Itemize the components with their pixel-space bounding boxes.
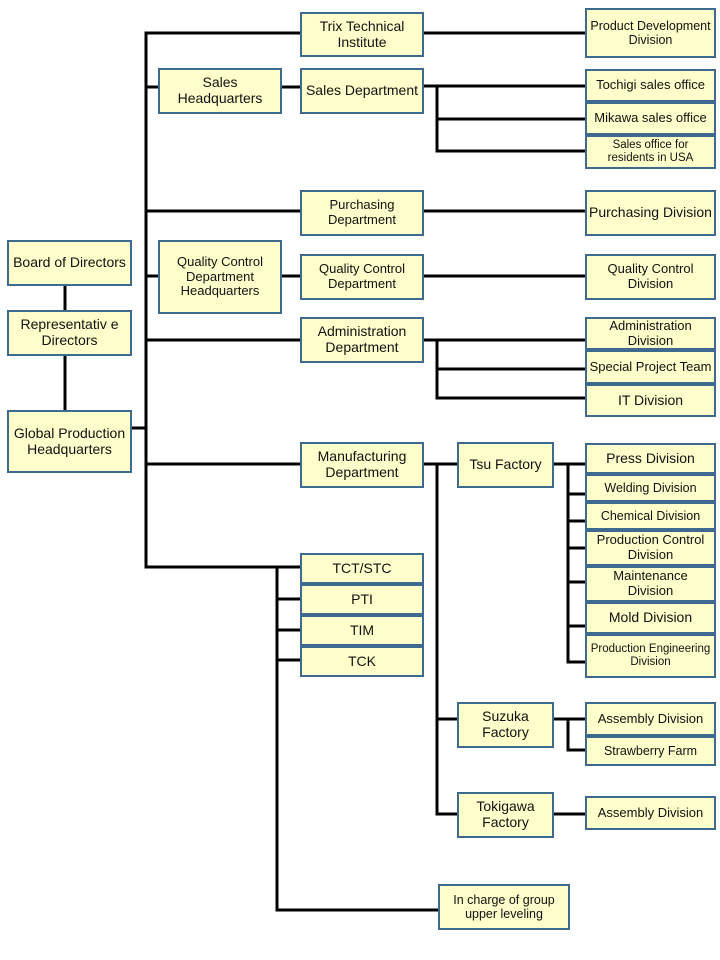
representative-directors-box: Representativ e Directors (7, 310, 132, 356)
suzuka-factory-label: Suzuka Factory (482, 708, 529, 740)
special-project-label: Special Project Team (589, 358, 712, 374)
sales-department-label: Sales Department (305, 82, 419, 99)
qc-hq-label: Quality Control Department Headquarters (177, 254, 263, 299)
strawberry-label: Strawberry Farm (603, 744, 698, 758)
purchasing-department-label: Purchasing Department (328, 197, 396, 227)
purchasing-division-box: Purchasing Division (585, 190, 716, 236)
board-of-directors-box: Board of Directors (7, 240, 132, 286)
mikawa-label: Mikawa sales office (594, 110, 707, 126)
tokigawa-factory-box: Tokigawa Factory (457, 792, 554, 838)
purchasing-division-label: Purchasing Division (589, 204, 712, 221)
chemical-label: Chemical Division (600, 509, 701, 523)
quality-control-hq-box: Quality Control Department Headquarters (158, 240, 282, 314)
quality-control-division-box: Quality Control Division (585, 254, 716, 300)
group-leveling-label: In charge of group upper leveling (453, 893, 555, 921)
it-division-label: IT Division (617, 391, 684, 408)
tochigi-label: Tochigi sales office (596, 77, 705, 93)
pti-label: PTI (351, 590, 373, 607)
suzuka-assembly-label: Assembly Division (597, 710, 704, 726)
tim-label: TIM (349, 621, 375, 638)
sales-department-box: Sales Department (300, 68, 424, 114)
suzuka-assembly-division-box: Assembly Division (585, 702, 716, 736)
mold-label: Mold Division (608, 609, 693, 626)
suzuka-factory-box: Suzuka Factory (457, 702, 554, 748)
tck-box: TCK (300, 646, 424, 677)
usa-sales-office-box: Sales office for residents in USA (585, 135, 716, 169)
strawberry-farm-box: Strawberry Farm (585, 736, 716, 766)
trix-label: Trix Technical Institute (319, 17, 405, 50)
chemical-division-box: Chemical Division (585, 502, 716, 530)
production-control-division-box: Production Control Division (585, 530, 716, 566)
admin-division-label: Administration Division (609, 317, 692, 348)
tsu-factory-label: Tsu Factory (469, 456, 542, 473)
group-upper-leveling-box: In charge of group upper leveling (438, 884, 570, 930)
welding-label: Welding Division (604, 481, 697, 495)
press-division-box: Press Division (585, 443, 716, 474)
administration-division-box: Administration Division (585, 317, 716, 350)
special-project-team-box: Special Project Team (585, 350, 716, 384)
admin-department-label: Administration Department (317, 323, 407, 355)
usa-label: Sales office for residents in USA (607, 139, 694, 164)
production-engineering-label: Production Engineering Division (590, 643, 711, 668)
product-development-division-box: Product Development Division (585, 8, 716, 58)
welding-division-box: Welding Division (585, 474, 716, 502)
press-label: Press Division (606, 449, 695, 466)
quality-control-department-box: Quality Control Department (300, 254, 424, 300)
tokigawa-assembly-division-box: Assembly Division (585, 796, 716, 830)
sales-headquarters-box: Sales Headquarters (158, 68, 282, 114)
sales-hq-label: Sales Headquarters (177, 74, 263, 106)
qc-division-label: Quality Control Division (607, 261, 694, 291)
global-production-hq-box: Global Production Headquarters (7, 410, 132, 473)
pti-box: PTI (300, 584, 424, 615)
tim-box: TIM (300, 615, 424, 646)
qc-department-label: Quality Control Department (319, 261, 405, 291)
product-dev-label: Product Development Division (590, 19, 711, 47)
production-engineering-division-box: Production Engineering Division (585, 634, 716, 678)
global-label: Global Production Headquarters (13, 424, 126, 457)
tsu-factory-box: Tsu Factory (457, 442, 554, 488)
production-control-label: Production Control Division (596, 532, 705, 562)
administration-department-box: Administration Department (300, 317, 424, 363)
tct-stc-label: TCT/STC (332, 559, 392, 576)
tochigi-sales-office-box: Tochigi sales office (585, 69, 716, 102)
manufacturing-department-label: Manufacturing Department (317, 448, 407, 480)
representative-label: Representativ e Directors (20, 316, 119, 348)
mikawa-sales-office-box: Mikawa sales office (585, 102, 716, 135)
board-label: Board of Directors (13, 254, 126, 271)
tct-stc-box: TCT/STC (300, 553, 424, 584)
mold-division-box: Mold Division (585, 602, 716, 634)
tck-label: TCK (348, 652, 376, 669)
trix-technical-institute-box: Trix Technical Institute (300, 12, 424, 57)
tokigawa-assembly-label: Assembly Division (597, 804, 704, 820)
it-division-box: IT Division (585, 384, 716, 417)
manufacturing-department-box: Manufacturing Department (300, 442, 424, 488)
tokigawa-factory-label: Tokigawa Factory (476, 798, 535, 830)
maintenance-division-box: Maintenance Division (585, 566, 716, 602)
purchasing-department-box: Purchasing Department (300, 190, 424, 236)
maintenance-label: Maintenance Division (613, 568, 688, 598)
